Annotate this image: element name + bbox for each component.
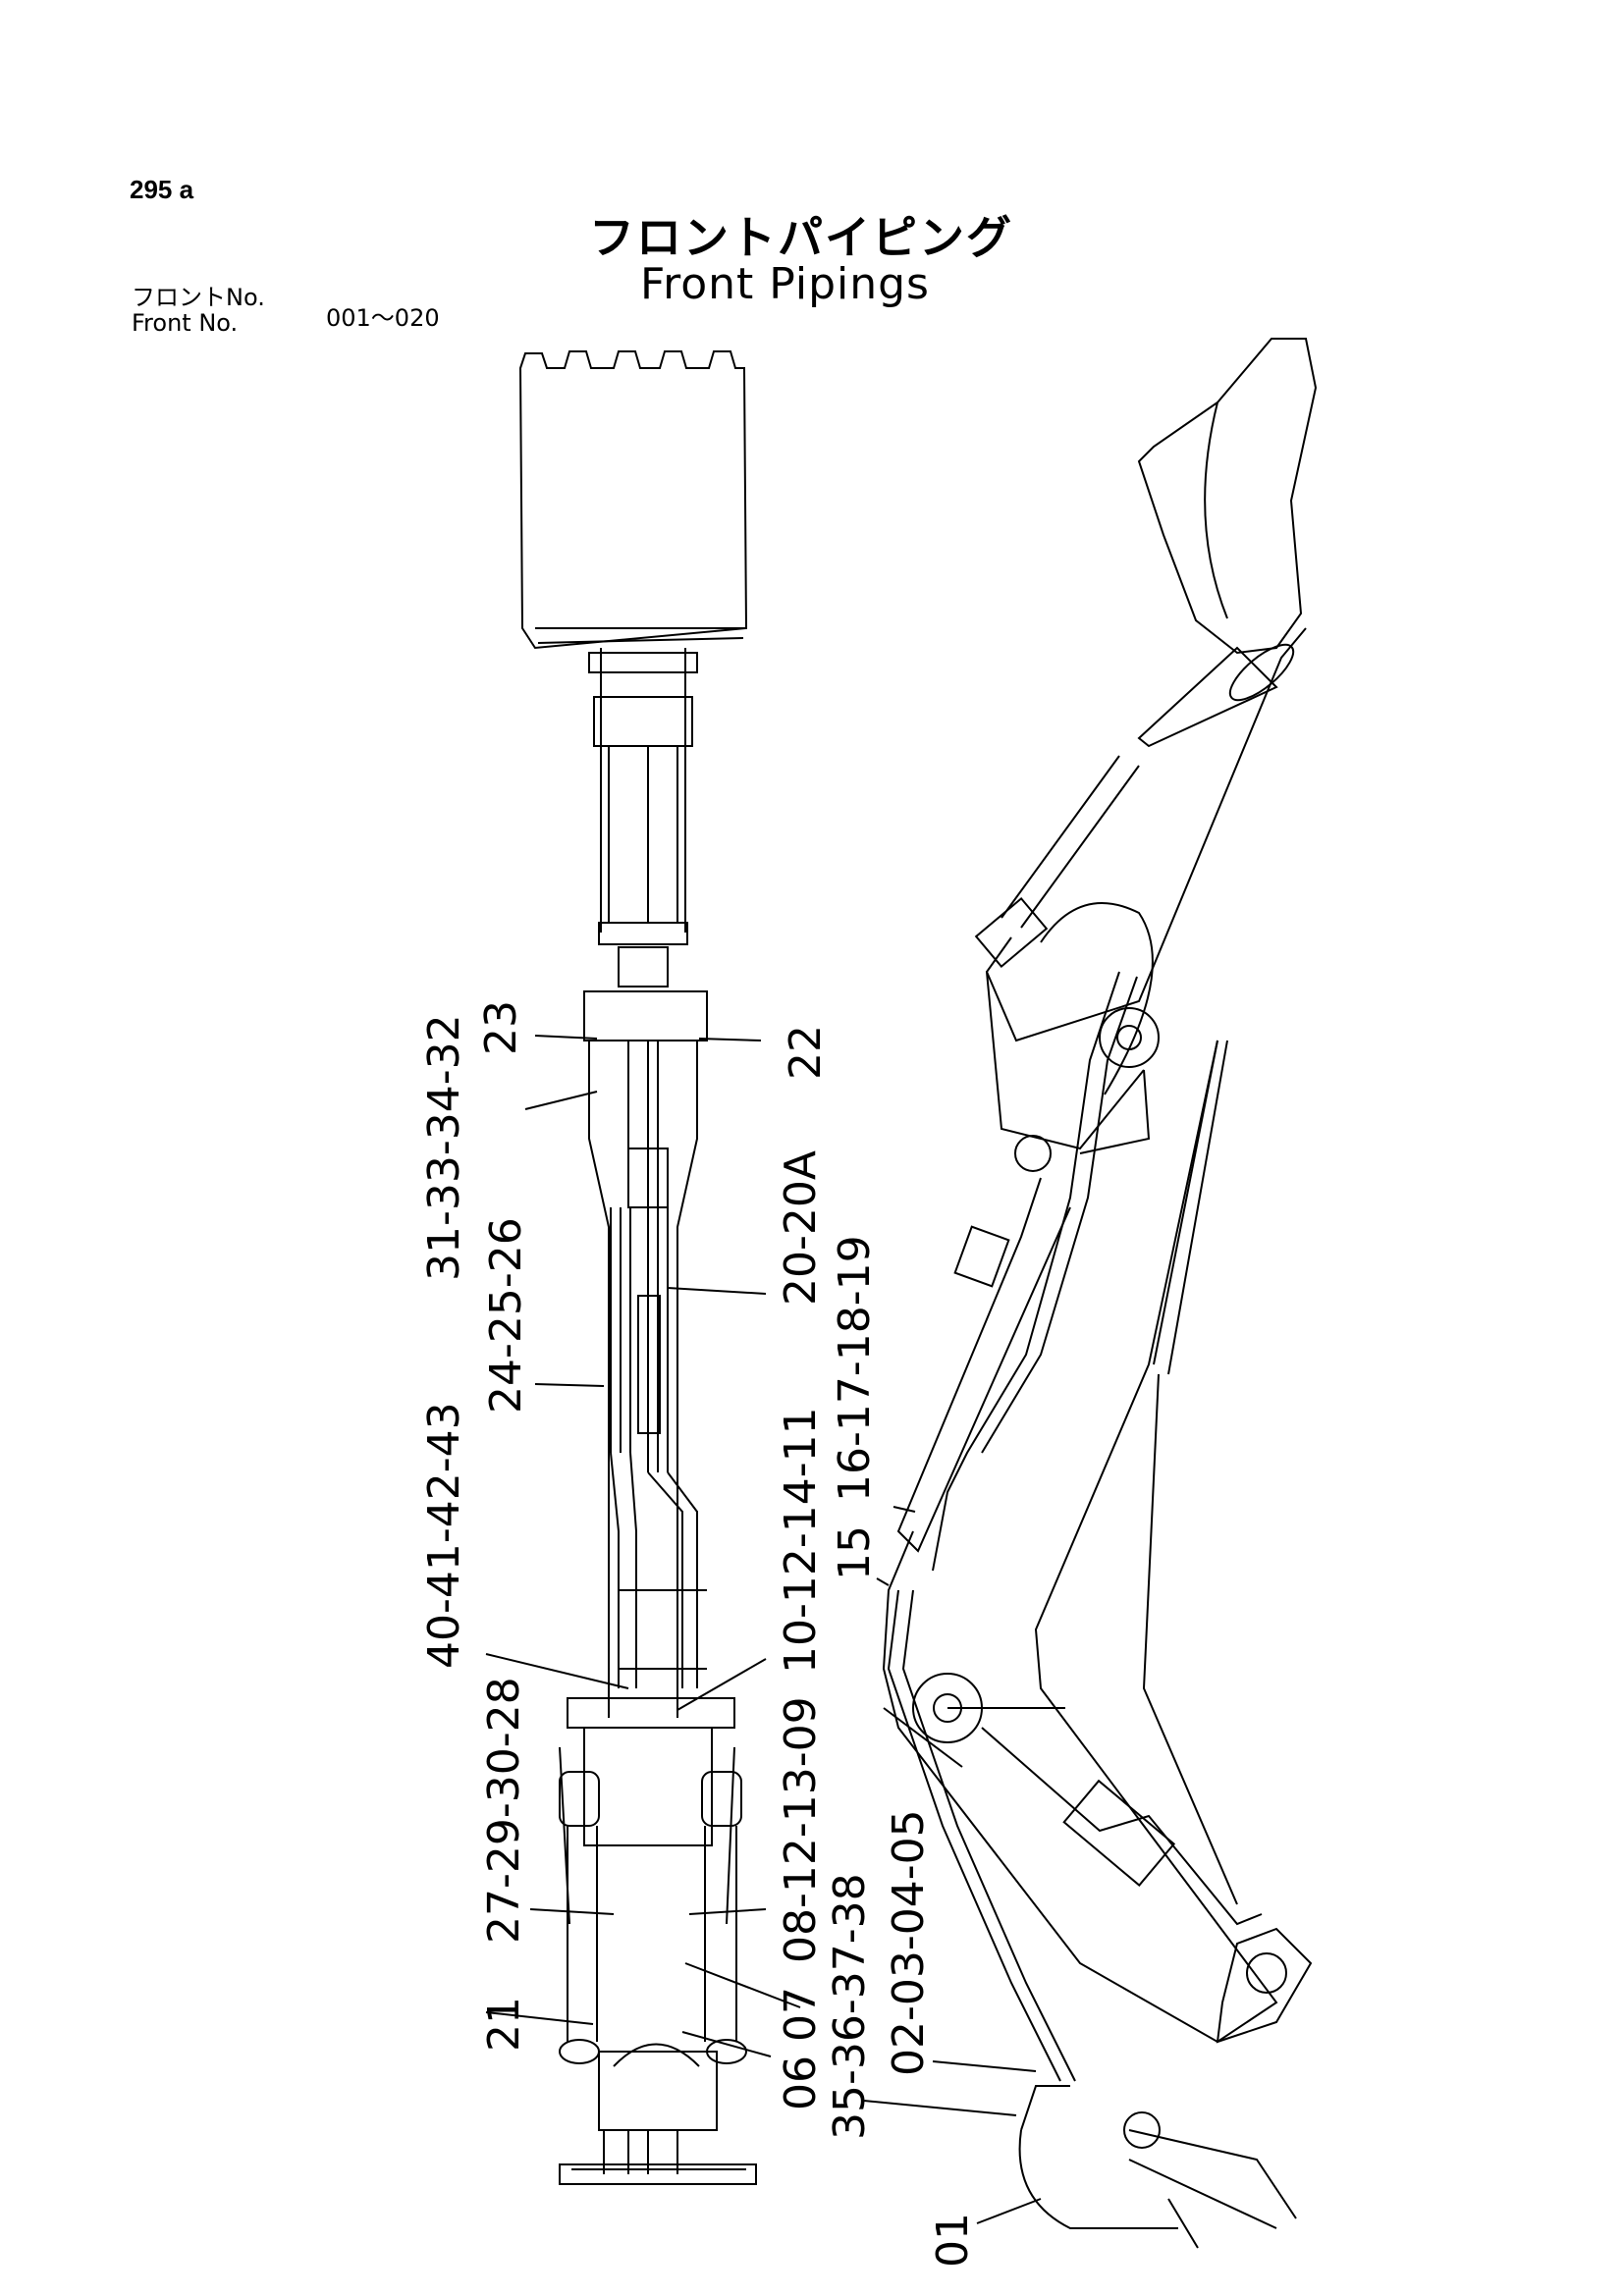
callout-31-33-34-32: 31-33-34-32 — [419, 1014, 469, 1281]
top-view-bucket — [518, 350, 748, 650]
callout-08-12-13-09: 08-12-13-09 — [776, 1696, 826, 1963]
front-number-range: 001～020 — [326, 304, 440, 332]
callout-01: 01 — [928, 2213, 978, 2268]
callout-23: 23 — [476, 1000, 526, 1055]
top-view-boom-base — [559, 1697, 757, 2185]
callout-labels: 23 22 31-33-34-32 20-20A 24-25-26 40-41-… — [419, 1000, 978, 2268]
callout-27-29-30-28: 27-29-30-28 — [479, 1677, 529, 1944]
title-english: Front Pipings — [640, 259, 930, 309]
side-view-pipes — [887, 971, 1138, 2082]
callout-22: 22 — [781, 1025, 831, 1080]
callout-16-17-18-19: 16-17-18-19 — [830, 1235, 880, 1502]
side-view-boom — [882, 1040, 1278, 2044]
callout-40-41-42-43: 40-41-42-43 — [419, 1402, 469, 1669]
callout-06-07: 06 07 — [776, 1987, 826, 2110]
callout-35-36-37-38: 35-36-37-38 — [825, 1873, 875, 2140]
title-japanese: フロントパイピング — [589, 211, 1013, 264]
page-number: 295 a — [130, 175, 194, 204]
front-number-label-jp: フロントNo. — [132, 284, 265, 311]
callout-02-03-04-05: 02-03-04-05 — [884, 1809, 934, 2076]
front-number-label: フロントNo. Front No. — [132, 285, 265, 336]
front-number-label-en: Front No. — [132, 309, 239, 337]
leader-lines — [485, 1035, 1042, 2224]
callout-20-20a: 20-20A — [776, 1150, 826, 1306]
side-view-boom-foot — [1018, 1927, 1313, 2249]
top-view-pipes — [610, 1207, 707, 1688]
side-view-bucket-links — [974, 643, 1295, 969]
callout-15: 15 — [830, 1525, 880, 1580]
top-view-arm — [583, 648, 708, 1718]
callout-21: 21 — [479, 1997, 529, 2052]
callout-10-12-14-11: 10-12-14-11 — [776, 1407, 826, 1674]
side-view-arm — [896, 627, 1307, 1553]
side-view-bucket — [1137, 338, 1318, 655]
callout-24-25-26: 24-25-26 — [481, 1217, 531, 1414]
